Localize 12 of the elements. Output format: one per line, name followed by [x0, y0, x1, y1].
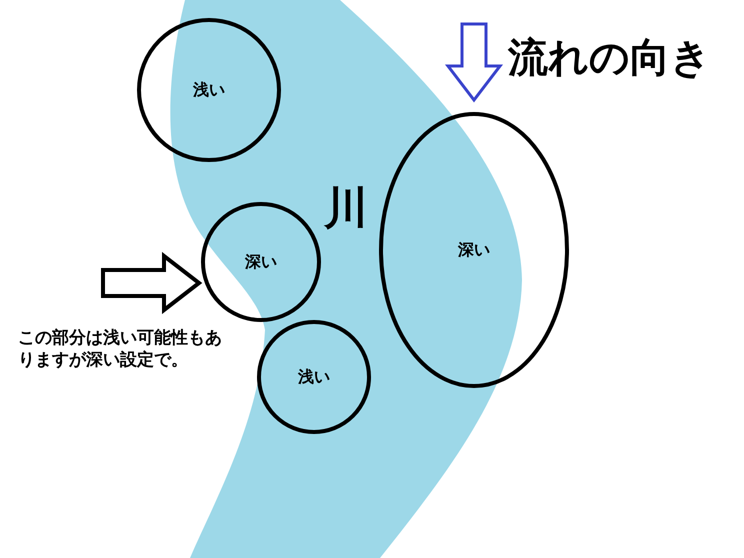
circle-area: [257, 320, 371, 434]
circle-area: [379, 112, 569, 388]
depth-label: 浅い: [298, 366, 330, 388]
depth-label: 深い: [245, 252, 277, 272]
note-text: この部分は浅い可能性もありますが深い設定で。: [18, 327, 223, 372]
circle-area: [137, 18, 281, 162]
flow-direction-label: 流れの向き: [508, 34, 711, 83]
depth-label: 深い: [458, 240, 490, 260]
circle-area: [201, 202, 321, 322]
river-label: 川: [324, 182, 368, 236]
depth-label: 浅い: [193, 80, 225, 100]
arrow: [101, 252, 202, 314]
